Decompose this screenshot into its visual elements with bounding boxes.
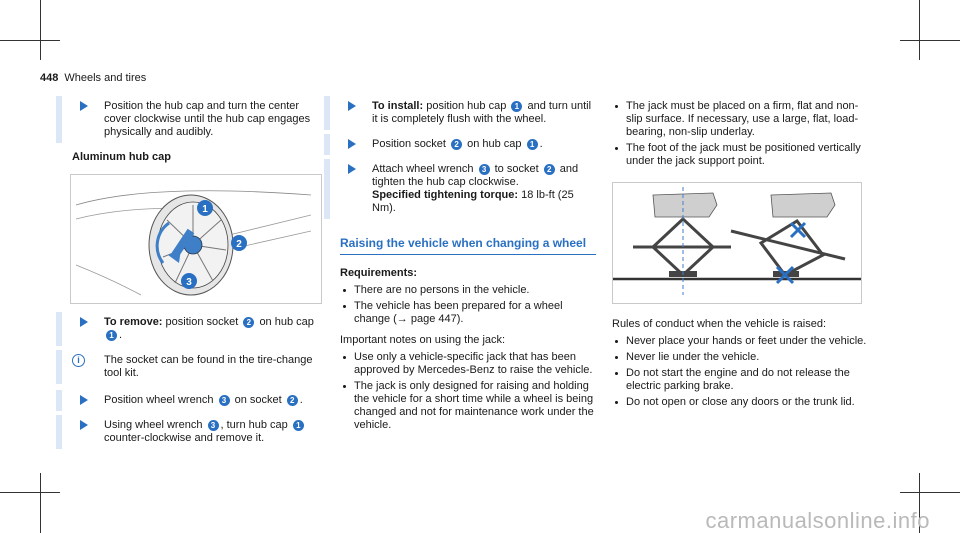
step: Attach wheel wrench 3 to socket 2 and ti… xyxy=(324,159,596,219)
crop-mark xyxy=(0,492,60,493)
list-item: The jack must be placed on a firm, flat … xyxy=(612,100,872,139)
crop-mark xyxy=(40,473,41,533)
wheel-figure: 1 2 3 xyxy=(75,190,312,296)
step-arrow-icon xyxy=(80,101,88,111)
page-header: 448 Wheels and tires xyxy=(40,72,146,85)
crop-mark xyxy=(900,40,960,41)
step-arrow-icon xyxy=(348,164,356,174)
jack-illustration xyxy=(612,182,862,304)
page-number: 448 xyxy=(40,72,59,84)
info-note: i The socket can be found in the tire-ch… xyxy=(56,350,324,384)
torque-label: Specified tightening torque: xyxy=(372,189,519,201)
callout-2: 2 xyxy=(236,239,242,250)
step: To install: position hub cap 1 and turn … xyxy=(324,96,596,130)
list-item: The jack is only designed for raising an… xyxy=(340,380,596,432)
notes-label: Important notes on using the jack: xyxy=(340,334,506,346)
hub-cap-illustration: 1 2 3 xyxy=(70,174,322,304)
notes-list: Use only a vehicle-specific jack that ha… xyxy=(340,351,596,432)
column-3: The jack must be placed on a firm, flat … xyxy=(612,100,872,417)
step-arrow-icon xyxy=(348,139,356,149)
list-item: Do not open or close any doors or the tr… xyxy=(612,396,872,409)
callout-badge-2: 2 xyxy=(286,395,298,406)
info-icon: i xyxy=(72,354,85,367)
requirements-list: There are no persons in the vehicle. The… xyxy=(340,284,596,326)
crop-mark xyxy=(900,492,960,493)
rules-label: Rules of conduct when the vehicle is rai… xyxy=(612,318,827,330)
callout-1: 1 xyxy=(202,204,208,215)
column-2: To install: position hub cap 1 and turn … xyxy=(324,96,596,440)
step-arrow-icon xyxy=(80,420,88,430)
step-arrow-icon xyxy=(80,395,88,405)
section-name: Wheels and tires xyxy=(64,72,147,84)
crop-mark xyxy=(919,473,920,533)
list-item: The vehicle has been prepared for a whee… xyxy=(340,300,596,326)
crop-mark xyxy=(0,40,60,41)
callout-badge-1: 1 xyxy=(511,101,523,112)
column-1: Position the hub cap and turn the center… xyxy=(56,96,324,457)
callout-badge-2: 2 xyxy=(243,317,255,328)
step: Position socket 2 on hub cap 1. xyxy=(324,134,596,155)
step-arrow-icon xyxy=(348,101,356,111)
list-item: Use only a vehicle-specific jack that ha… xyxy=(340,351,596,377)
jack-placement-list: The jack must be placed on a firm, flat … xyxy=(612,100,872,168)
callout-badge-1: 1 xyxy=(106,330,117,341)
jack-figure xyxy=(613,187,861,295)
callout-badge-2: 2 xyxy=(451,139,463,150)
step-arrow-icon xyxy=(80,317,88,327)
callout-badge-2: 2 xyxy=(543,164,555,175)
torque-value: 18 lb-ft (25 Nm). xyxy=(372,189,574,214)
list-item: Never lie under the vehicle. xyxy=(612,351,872,364)
callout-badge-1: 1 xyxy=(292,420,304,431)
crop-mark xyxy=(40,0,41,60)
watermark: carmanualsonline.info xyxy=(705,508,930,533)
rules-list: Never place your hands or feet under the… xyxy=(612,335,872,409)
callout-badge-1: 1 xyxy=(526,139,538,150)
step: Position the hub cap and turn the center… xyxy=(56,96,324,143)
callout-3: 3 xyxy=(186,277,192,288)
step: To remove: position socket 2 on hub cap … xyxy=(56,312,324,346)
list-item: The foot of the jack must be positioned … xyxy=(612,142,872,168)
callout-badge-3: 3 xyxy=(478,164,490,175)
callout-badge-3: 3 xyxy=(207,420,219,431)
step: Using wheel wrench 3, turn hub cap 1 cou… xyxy=(56,415,324,449)
crop-mark xyxy=(919,0,920,60)
requirements-label: Requirements: xyxy=(340,267,418,279)
section-body: Requirements: There are no persons in th… xyxy=(340,267,596,432)
subheading: Aluminum hub cap xyxy=(72,151,171,163)
list-item: Do not start the engine and do not relea… xyxy=(612,367,872,393)
section-title: Raising the vehicle when changing a whee… xyxy=(340,237,596,255)
step: Position wheel wrench 3 on socket 2. xyxy=(56,390,324,411)
callout-badge-3: 3 xyxy=(218,395,230,406)
list-item: Never place your hands or feet under the… xyxy=(612,335,872,348)
list-item: There are no persons in the vehicle. xyxy=(340,284,596,297)
